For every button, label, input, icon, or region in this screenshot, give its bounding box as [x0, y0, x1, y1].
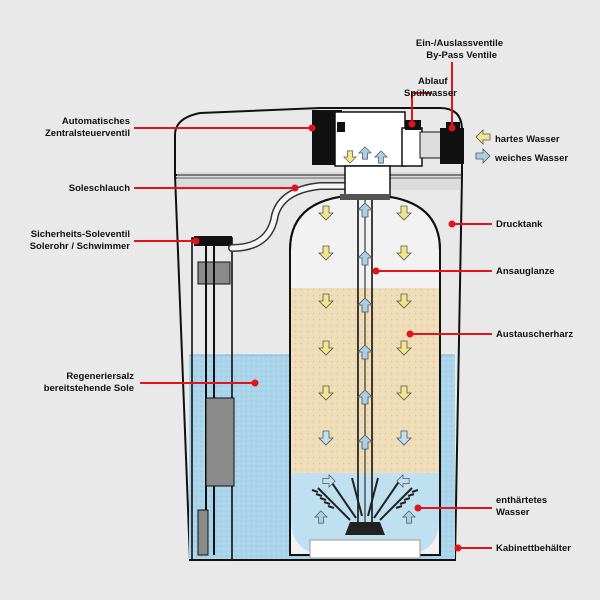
bypass-valve	[440, 128, 464, 164]
label-control-valve-line2: Zentralsteuerventil	[45, 128, 130, 139]
label-softened-water-line1: enthärtetes	[496, 495, 547, 506]
label-valves-line1: Ein-/Auslassventile	[416, 38, 503, 49]
yellow-left-arrow-icon	[475, 129, 491, 145]
label-pressure-tank: Drucktank	[496, 219, 543, 230]
label-intake-lance: Ansauglanze	[496, 266, 555, 277]
float	[205, 397, 235, 487]
label-regen-salt-line1: Regeneriersalz	[66, 371, 134, 382]
bottom-distributor	[311, 477, 419, 535]
label-safety-valve-line2: Solerohr / Schwimmer	[30, 241, 131, 252]
label-drain-line2: Spülwasser	[404, 88, 457, 99]
brine-well	[191, 236, 235, 561]
label-exchange-resin: Austauscherharz	[496, 329, 573, 340]
label-hard-water: hartes Wasser	[495, 134, 560, 145]
label-valves-line2: By-Pass Ventile	[426, 50, 497, 61]
label-softened-water-line2: Wasser	[496, 507, 530, 518]
cabinet-body	[174, 174, 463, 561]
label-safety-valve-line1: Sicherheits-Soleventil	[31, 229, 130, 240]
labels: Ein-/Auslassventile By-Pass Ventile Abla…	[30, 38, 574, 554]
label-drain-line1: Ablauf	[418, 76, 448, 87]
label-cabinet: Kabinettbehälter	[496, 543, 571, 554]
leader-lines	[134, 62, 492, 552]
safety-brine-valve	[194, 236, 232, 246]
label-control-valve-line1: Automatisches	[62, 116, 130, 127]
label-soft-water: weiches Wasser	[494, 153, 568, 164]
label-brine-hose: Soleschlauch	[69, 183, 130, 194]
label-regen-salt-line2: bereitstehende Sole	[44, 383, 134, 394]
blue-right-arrow-icon	[475, 148, 491, 164]
